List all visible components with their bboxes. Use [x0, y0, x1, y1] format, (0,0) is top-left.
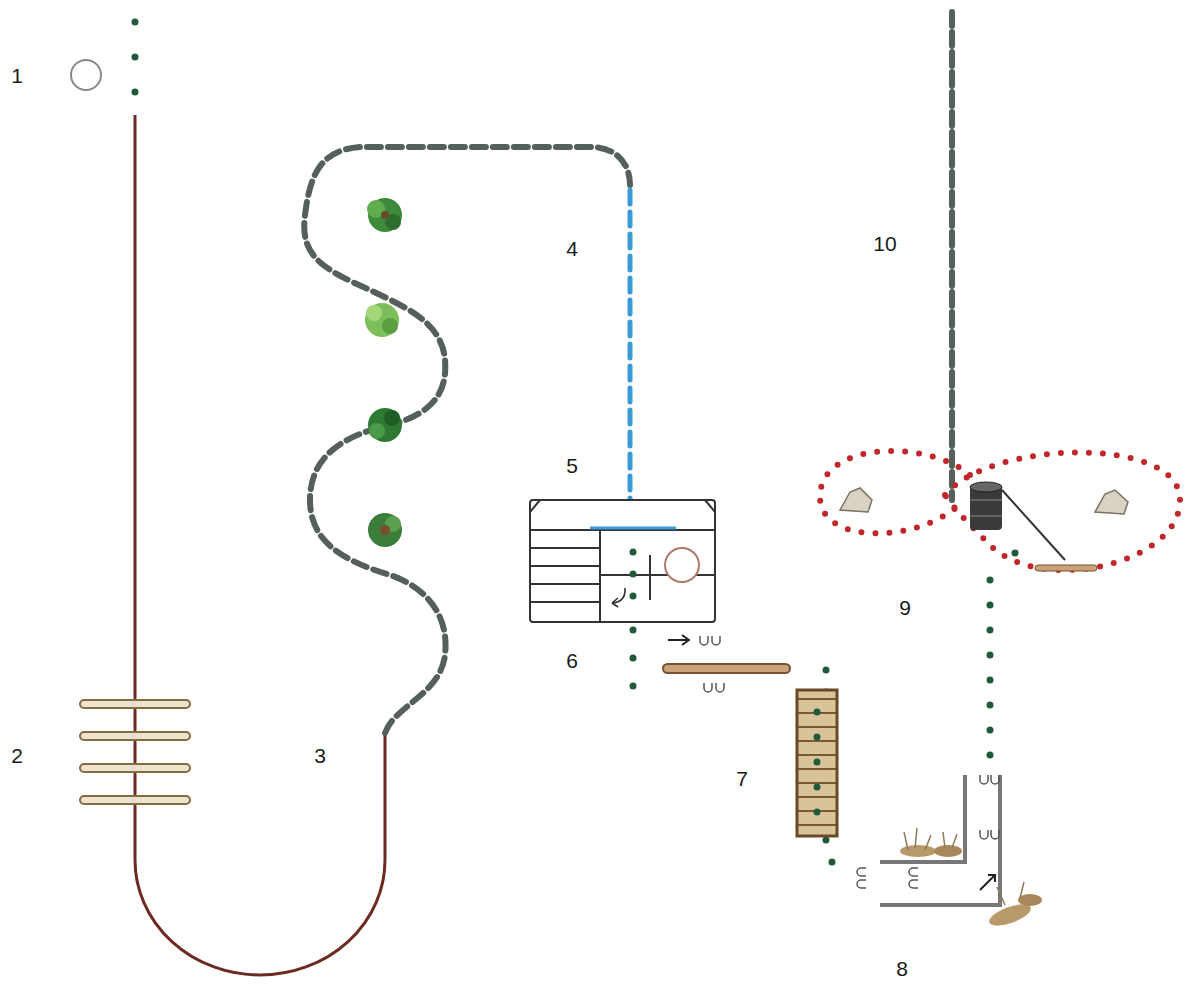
start-ring	[71, 60, 101, 90]
callout-number: 1	[11, 65, 23, 86]
callout-number: 9	[899, 597, 911, 618]
callout-number: 8	[896, 958, 908, 979]
water-line	[628, 190, 633, 530]
trees	[365, 198, 402, 547]
brush	[900, 828, 1042, 930]
green-dots	[630, 549, 637, 690]
hoof-prints	[700, 636, 724, 692]
callout-number: 5	[566, 455, 578, 476]
callout-number: 2	[11, 745, 23, 766]
bridge	[797, 690, 837, 836]
barrel	[970, 482, 1097, 571]
direction-arrow	[980, 875, 995, 890]
ground-poles	[80, 700, 190, 804]
callout-number: 4	[566, 238, 578, 259]
callout-number: 3	[314, 745, 326, 766]
callout-number: 10	[873, 233, 896, 254]
trailer	[530, 500, 715, 622]
direction-arrow	[668, 635, 689, 645]
exit-track	[949, 12, 955, 500]
callout-number: 7	[736, 768, 748, 789]
callout-number: 6	[566, 650, 578, 671]
log	[663, 664, 790, 673]
green-dots	[132, 19, 139, 96]
barrel-ring	[665, 548, 699, 582]
serpentine-track	[304, 147, 630, 733]
l-corridor	[880, 775, 1000, 905]
blue-bar	[590, 527, 676, 530]
trail-line	[135, 115, 385, 975]
hoof-prints	[857, 775, 999, 888]
green-dots	[987, 550, 1019, 759]
turn-loops	[820, 451, 1180, 570]
